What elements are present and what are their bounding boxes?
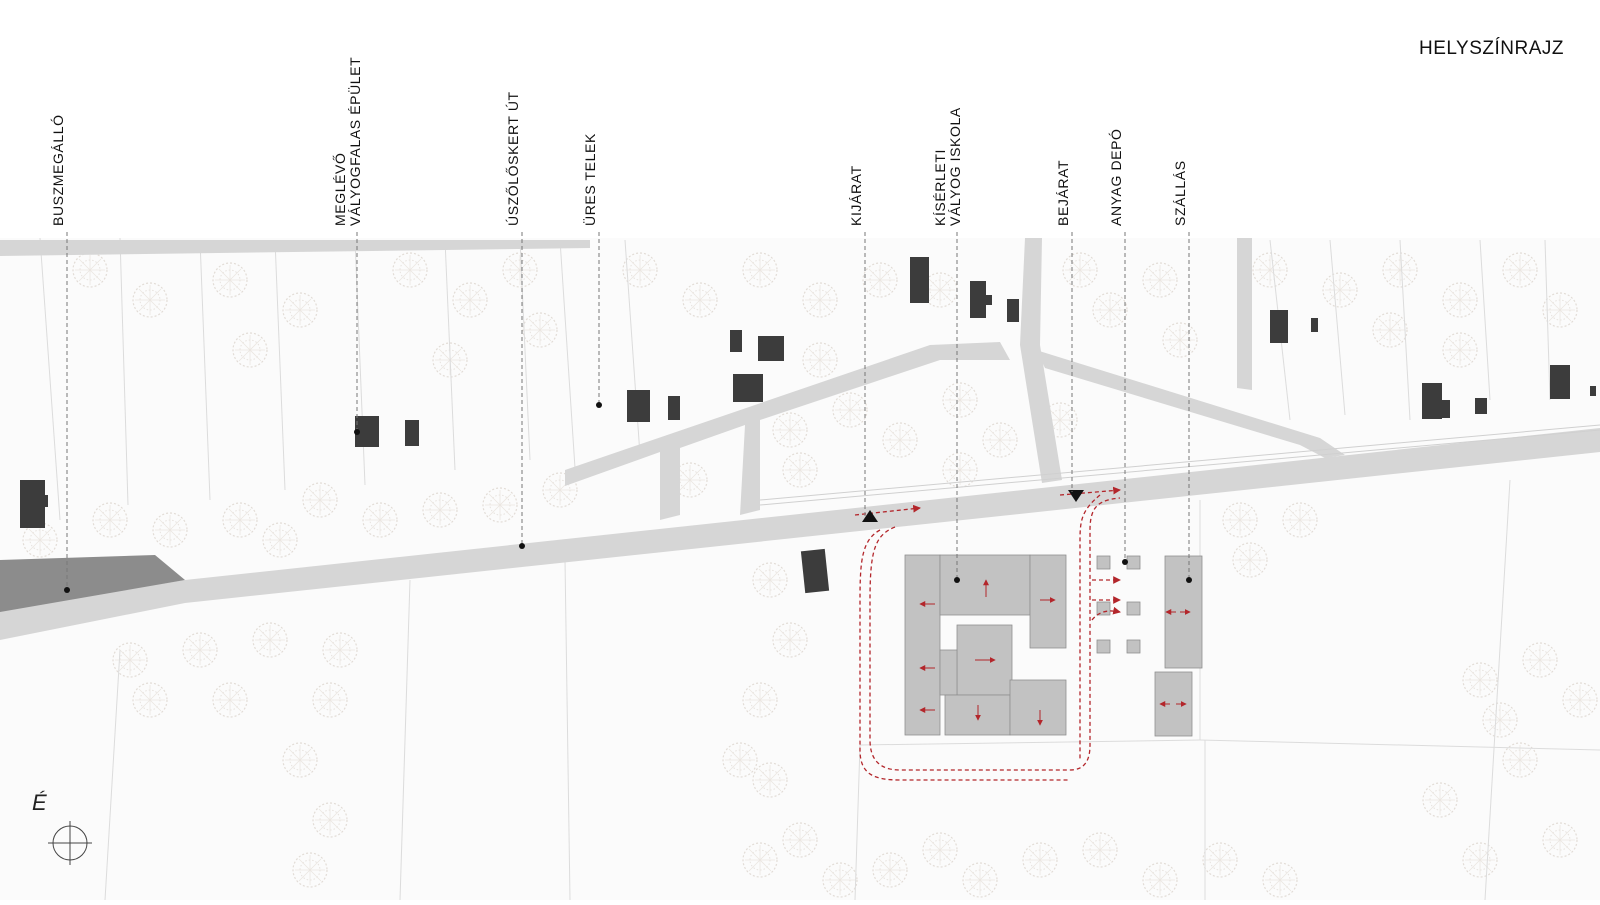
leader-dot-school (954, 577, 960, 583)
school-complex (904, 554, 1203, 737)
plot-lines (39, 237, 1600, 901)
entrance-marker (1068, 490, 1084, 502)
top-road (0, 240, 590, 256)
label-empty-plot: ÜRES TELEK (581, 133, 598, 226)
internal-route (854, 486, 1121, 781)
label-bus-stop-line: BUSZMEGÁLLÓ (49, 114, 66, 226)
label-exit-line: KIJÁRAT (847, 165, 864, 226)
side-road-vertical (1020, 238, 1062, 483)
label-existing-building-line: VÁLYOGFALAS ÉPÜLET (347, 56, 363, 226)
label-exit: KIJÁRAT (847, 165, 864, 226)
leader-dot-empty-plot (596, 402, 602, 408)
main-road (0, 428, 1600, 640)
label-vineyard-road: ÚSZŐLŐSKERT ÚT (504, 91, 521, 226)
flow-arrows (919, 579, 1191, 726)
map-ground (0, 238, 1600, 900)
north-symbol (48, 821, 92, 865)
label-empty-plot-line: ÜRES TELEK (581, 133, 598, 226)
label-school-line: KÍSÉRLETI (932, 149, 948, 226)
exit-marker (862, 510, 878, 522)
label-existing-building-line: MEGLÉVŐ (332, 152, 348, 226)
label-entrance-line: BEJÁRAT (1054, 159, 1071, 226)
label-lodging-line: SZÁLLÁS (1171, 160, 1188, 226)
leader-dot-lodging (1186, 577, 1192, 583)
side-road-right (1036, 350, 1345, 458)
label-depot: ANYAG DEPÓ (1107, 128, 1124, 226)
road-edge-lines (759, 424, 1600, 506)
label-vineyard-road-line: ÚSZŐLŐSKERT ÚT (504, 91, 521, 226)
north-label: É (32, 790, 47, 815)
label-lodging: SZÁLLÁS (1171, 160, 1188, 226)
leader-dot-vineyard-road (519, 543, 525, 549)
plan-title: HELYSZÍNRAJZ (1418, 38, 1564, 59)
side-road-diagonal (565, 342, 1010, 520)
label-entrance: BEJÁRAT (1054, 159, 1071, 226)
leader-lines (64, 232, 1192, 593)
bus-stop-area (0, 555, 185, 612)
leader-dot-bus-stop (64, 587, 70, 593)
roads (0, 238, 1600, 640)
label-school-line: VÁLYOG ISKOLA (947, 107, 963, 226)
leader-dot-existing-building (354, 429, 360, 435)
label-bus-stop: BUSZMEGÁLLÓ (49, 114, 66, 226)
existing-buildings (20, 257, 1596, 594)
label-depot-line: ANYAG DEPÓ (1107, 128, 1124, 226)
leader-dot-depot (1122, 559, 1128, 565)
side-road-far-right (1237, 238, 1252, 390)
